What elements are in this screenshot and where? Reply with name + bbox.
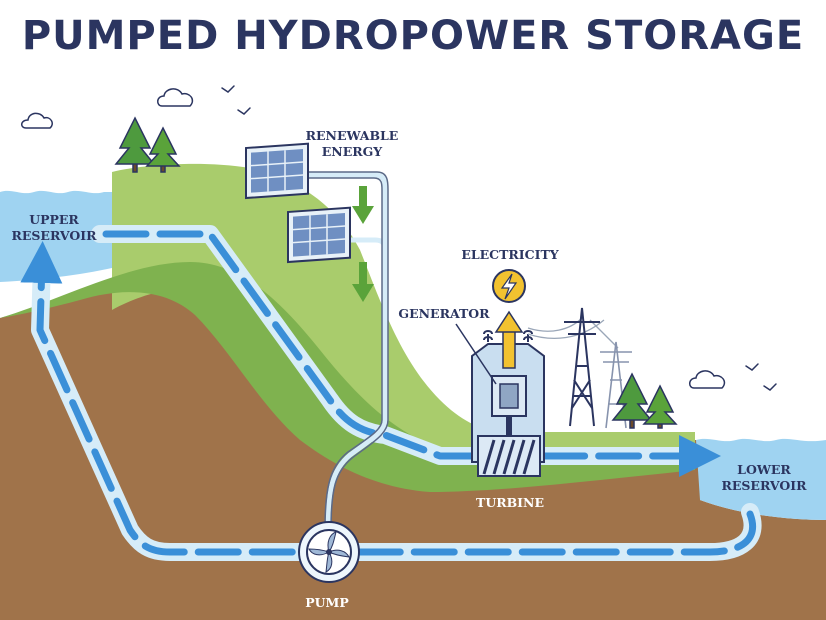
- lightning-bolt-icon: [492, 269, 526, 303]
- renewable-wire-outlines: [300, 171, 389, 531]
- bird-icon: [221, 85, 777, 391]
- green-arrow-2: [352, 262, 374, 302]
- green-arrow-1: [352, 186, 374, 224]
- insulator-icon: [483, 330, 533, 342]
- lower-reservoir-water: [696, 438, 826, 520]
- renewable-energy-label: RENEWABLE ENERGY: [296, 128, 408, 160]
- solar-panel-icon: [245, 142, 309, 200]
- penstock-flow: [102, 230, 721, 477]
- renewable-wires: [300, 172, 388, 531]
- renewable-energy-label-line1: RENEWABLE: [305, 128, 399, 143]
- diagram-title: PUMPED HYDROPOWER STORAGE: [21, 13, 805, 59]
- hill-grass-light: [112, 163, 695, 471]
- solar-panel-icon: [287, 206, 351, 264]
- lower-reservoir-label-line1: LOWER: [737, 462, 791, 477]
- pine-tree-icon: [642, 384, 678, 429]
- hill-grass-dark: [0, 262, 695, 492]
- wire-lower: [350, 237, 388, 253]
- upper-reservoir-label-line1: UPPER: [29, 212, 79, 227]
- power-pylon-icon: [600, 341, 632, 429]
- upper-reservoir-label-line2: RESERVOIR: [11, 228, 97, 243]
- pine-tree-icon: [611, 372, 653, 429]
- pine-tree-icon: [114, 116, 156, 173]
- pump: [298, 521, 360, 583]
- power-pylon-icon: [564, 307, 600, 427]
- cloud-icon: [689, 370, 726, 389]
- cloud-icon: [157, 88, 194, 107]
- lower-reservoir-label: LOWER RESERVOIR: [712, 462, 816, 494]
- electricity-arrow: [494, 310, 524, 369]
- wire-upper: [300, 172, 388, 531]
- generator-label: GENERATOR: [398, 306, 490, 321]
- fan-icon: [308, 531, 350, 573]
- cloud-icon: [21, 112, 53, 129]
- pine-tree-icon: [145, 126, 181, 173]
- electricity-label: ELECTRICITY: [461, 247, 559, 262]
- power-station: [471, 330, 545, 477]
- turbine-label: TURBINE: [476, 495, 544, 510]
- lower-reservoir-label-line2: RESERVOIR: [721, 478, 807, 493]
- pump-label: PUMP: [305, 595, 349, 610]
- renewable-energy-label-line2: ENERGY: [321, 144, 383, 159]
- upper-reservoir-label: UPPER RESERVOIR: [6, 212, 102, 244]
- generator-pointer: [455, 323, 497, 385]
